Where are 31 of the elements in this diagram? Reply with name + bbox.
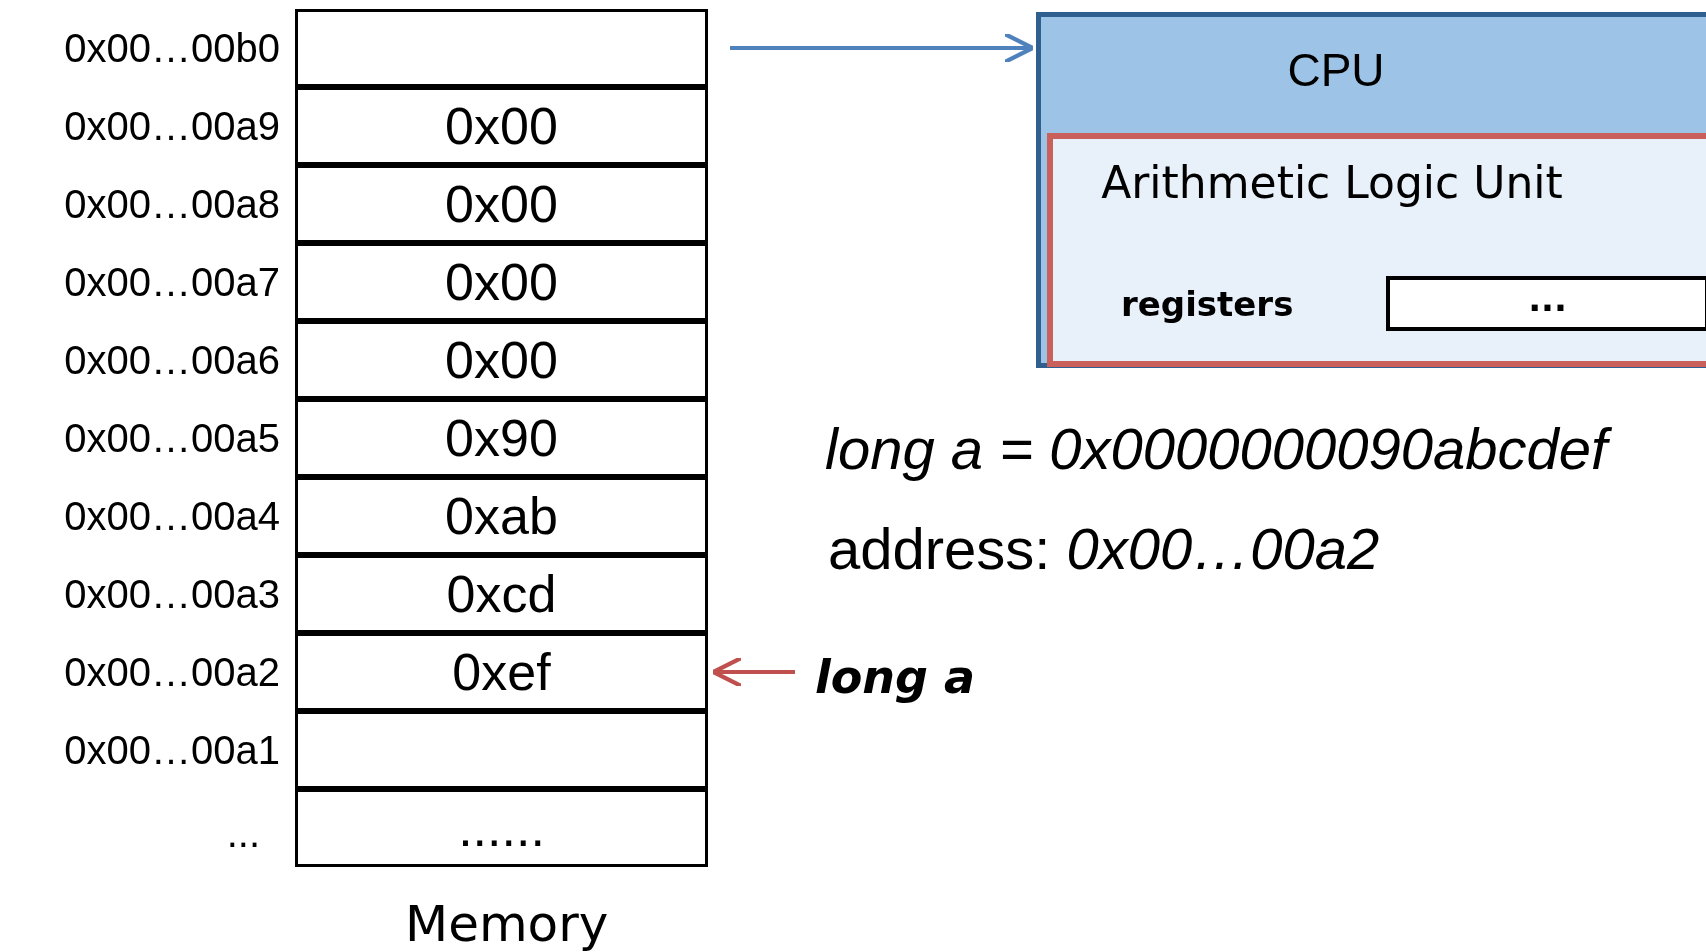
address-label: 0x00…00a3 (63, 570, 280, 618)
memory-caption: Memory (405, 895, 609, 952)
memory-cell: 0xef (295, 633, 708, 711)
memory-cell: 0x00 (295, 321, 708, 399)
arrow (711, 655, 795, 689)
address-label: 0x00…00a2 (63, 648, 280, 696)
memory-cell: 0xcd (295, 555, 708, 633)
address-label: 0x00…00a4 (63, 492, 280, 540)
memory-cell: 0xab (295, 477, 708, 555)
alu-box: Arithmetic Logic Unit ... registers (1047, 133, 1706, 367)
variable-label: long a (815, 650, 995, 706)
address-label: 0x00…00a7 (63, 258, 280, 306)
memory-cell (295, 9, 708, 87)
address-label: 0x00…00b0 (63, 24, 280, 72)
address-label: 0x00…00a8 (63, 180, 280, 228)
memory-cell (295, 711, 708, 789)
register-box: ... (1386, 276, 1706, 331)
address-label: 0x00…00a5 (63, 414, 280, 462)
memory-cell: 0x00 (295, 165, 708, 243)
address-note: address: 0x00…00a2 (828, 515, 1380, 582)
address-label: ... (225, 809, 260, 857)
memory-cell: 0x00 (295, 87, 708, 165)
memory-cell: 0x00 (295, 243, 708, 321)
register-label: registers (1121, 282, 1295, 326)
address-label: 0x00…00a6 (63, 336, 280, 384)
arrow (730, 31, 1035, 65)
address-label: 0x00…00a1 (63, 726, 280, 774)
memory-cell: ...... (295, 789, 708, 867)
memory-cell: 0x90 (295, 399, 708, 477)
address-label: 0x00…00a9 (63, 102, 280, 150)
cpu-box: CPU Arithmetic Logic Unit ... registers (1036, 12, 1706, 368)
